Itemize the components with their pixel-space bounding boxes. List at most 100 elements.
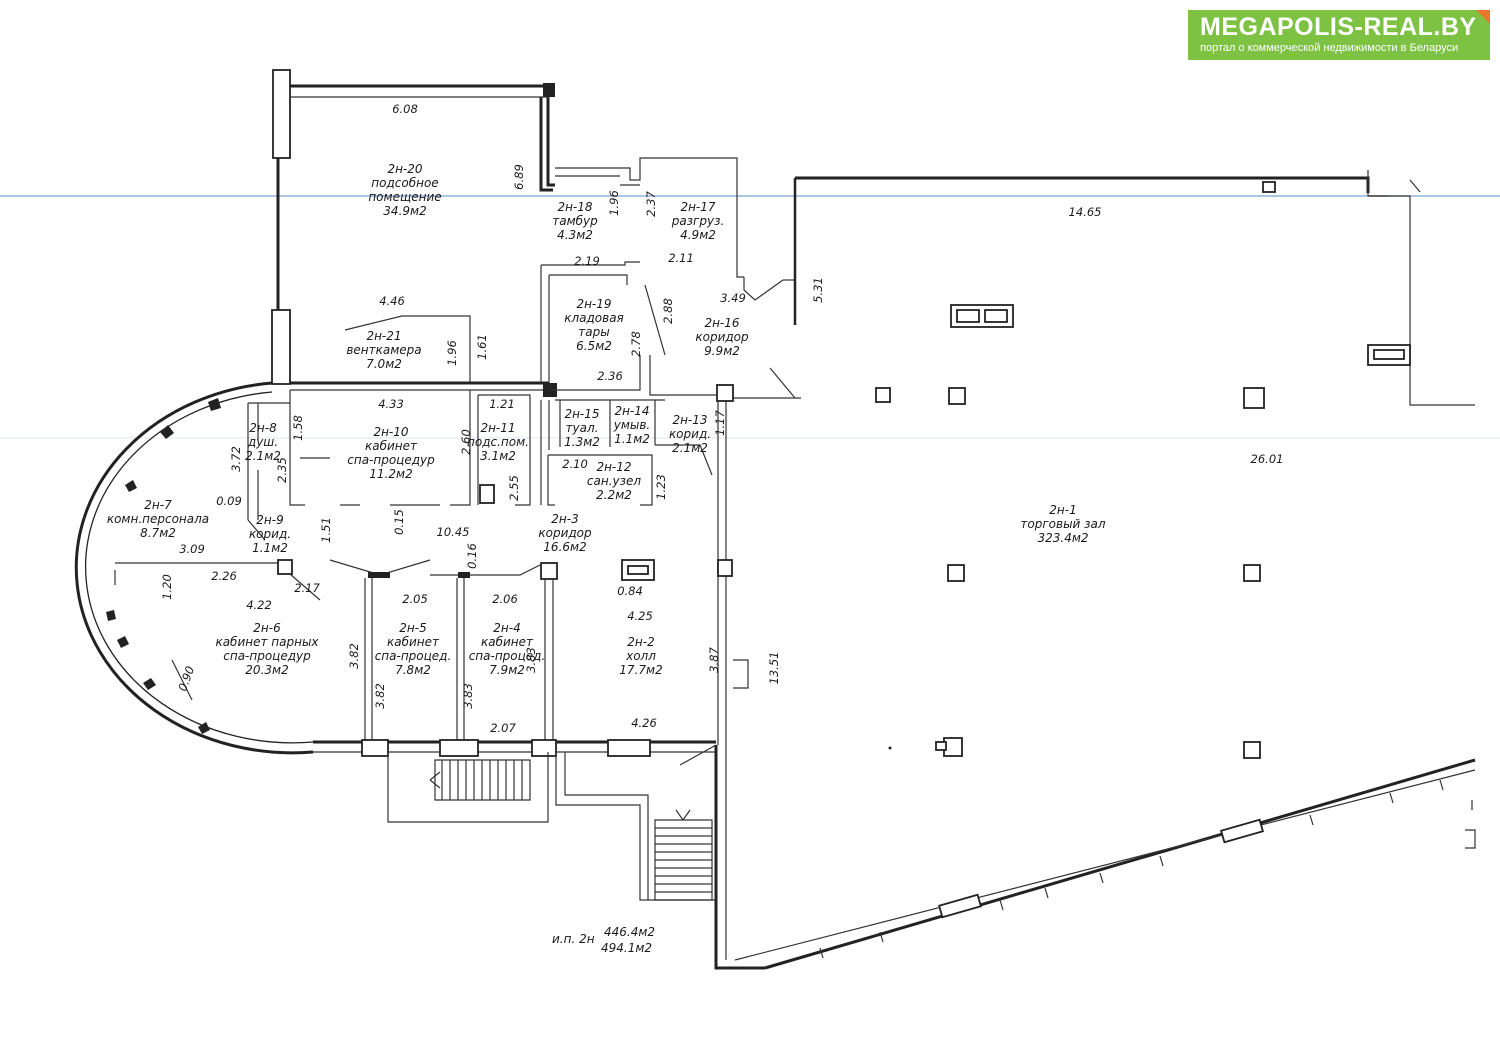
room-label-line: кабинет — [365, 439, 418, 453]
site-logo[interactable]: MEGAPOLIS-REAL.BY портал о коммерческой … — [1188, 10, 1490, 60]
room-label-line: 2н-5 — [399, 621, 426, 635]
dimension-label: 6.89 — [512, 164, 526, 190]
room-label-line: 2н-16 — [704, 316, 739, 330]
room-label-line: венткамера — [346, 343, 421, 357]
dimension-label: 1.20 — [160, 574, 174, 600]
room-label-line: кабинет — [481, 635, 534, 649]
dimension-label: 1.96 — [607, 190, 621, 216]
room-label-line: тамбур — [552, 214, 598, 228]
dimension-label: 1.21 — [489, 397, 515, 411]
room-label-line: туал. — [566, 421, 599, 435]
dimension-label: 3.49 — [720, 291, 746, 305]
room-label-line: подсобное — [371, 176, 438, 190]
dimension-label: 0.09 — [216, 494, 242, 508]
dimension-label: 0.16 — [465, 543, 479, 569]
room-label-line: 2н-7 — [144, 498, 172, 512]
dimension-label: 5.31 — [811, 277, 825, 303]
room-label-line: 2.2м2 — [596, 488, 632, 502]
room-label-line: 34.9м2 — [383, 204, 426, 218]
dimension-label: 2.55 — [507, 475, 521, 501]
dimension-label: 4.25 — [627, 609, 653, 623]
room-label-line: 2н-18 — [557, 200, 592, 214]
dimension-label: 2.17 — [294, 581, 320, 595]
room-label-line: 2.1м2 — [245, 449, 281, 463]
room-label-line: тары — [578, 325, 609, 339]
room-label-line: 2н-3 — [551, 512, 578, 526]
dimension-label: 4.33 — [378, 397, 404, 411]
room-label-line: 16.6м2 — [543, 540, 586, 554]
room-label-line: 2н-1 — [1049, 503, 1076, 517]
arc-wall — [74, 381, 314, 755]
room-label-line: 2н-9 — [256, 513, 283, 527]
dimension-label: 2.36 — [597, 369, 623, 383]
dimension-label: 0.15 — [392, 509, 406, 535]
dimension-label: 1.23 — [654, 474, 668, 500]
room-label-line: корид. — [669, 427, 711, 441]
room-label-line: разгруз. — [671, 214, 725, 228]
walls — [114, 69, 1476, 970]
dimension-label: 2.37 — [644, 191, 658, 217]
room-label-line: 20.3м2 — [245, 663, 288, 677]
dimension-label: 2.06 — [492, 592, 518, 606]
dimension-label: 2.07 — [490, 721, 516, 735]
room-label-line: кабинет — [387, 635, 440, 649]
room-label-line: спа-процед. — [375, 649, 452, 663]
dimension-label: 3.72 — [229, 446, 243, 472]
dimension-label: 1.96 — [445, 340, 459, 366]
dimension-label: 2.35 — [275, 457, 289, 483]
room-label-line: 1.1м2 — [252, 541, 288, 555]
room-label-line: душ. — [247, 435, 278, 449]
dimension-label: 2.19 — [574, 254, 600, 268]
dimension-label: 3.83 — [461, 683, 475, 709]
room-label-line: 2н-21 — [366, 329, 401, 343]
room-label-line: 8.7м2 — [140, 526, 176, 540]
room-label-line: подс.пом. — [467, 435, 529, 449]
room-label-line: 6.5м2 — [576, 339, 612, 353]
dimension-label: 3.87 — [707, 647, 721, 673]
room-label-line: 17.7м2 — [619, 663, 662, 677]
room-label-line: 7.0м2 — [366, 357, 402, 371]
dimension-label: 2.10 — [562, 457, 588, 471]
dimension-label: 1.17 — [713, 410, 727, 436]
room-label-line: сан.узел — [587, 474, 641, 488]
room-label-line: 2н-6 — [253, 621, 281, 635]
room-label-line: 2н-15 — [564, 407, 599, 421]
room-label-line: 2н-19 — [576, 297, 611, 311]
dimension-label: 2.26 — [211, 569, 237, 583]
dimension-label: 2.88 — [661, 298, 675, 324]
room-label-line: 2.1м2 — [672, 441, 708, 455]
room-label-line: 2н-10 — [373, 425, 408, 439]
room-label-line: холл — [625, 649, 656, 663]
dimension-label: 4.22 — [246, 598, 272, 612]
room-label-line: кабинет парных — [215, 635, 319, 649]
room-label-line: 1.1м2 — [614, 432, 650, 446]
room-label-line: 9.9м2 — [704, 344, 740, 358]
room-label-line: 2н-20 — [387, 162, 422, 176]
dimension-label: 2.60 — [459, 429, 473, 455]
summary-area-1: 446.4м2 — [604, 925, 655, 939]
dimension-label: 6.08 — [392, 102, 418, 116]
dimension-label: 1.51 — [319, 517, 333, 543]
dimension-label: 2.11 — [668, 251, 694, 265]
room-label-line: 2н-14 — [614, 404, 649, 418]
